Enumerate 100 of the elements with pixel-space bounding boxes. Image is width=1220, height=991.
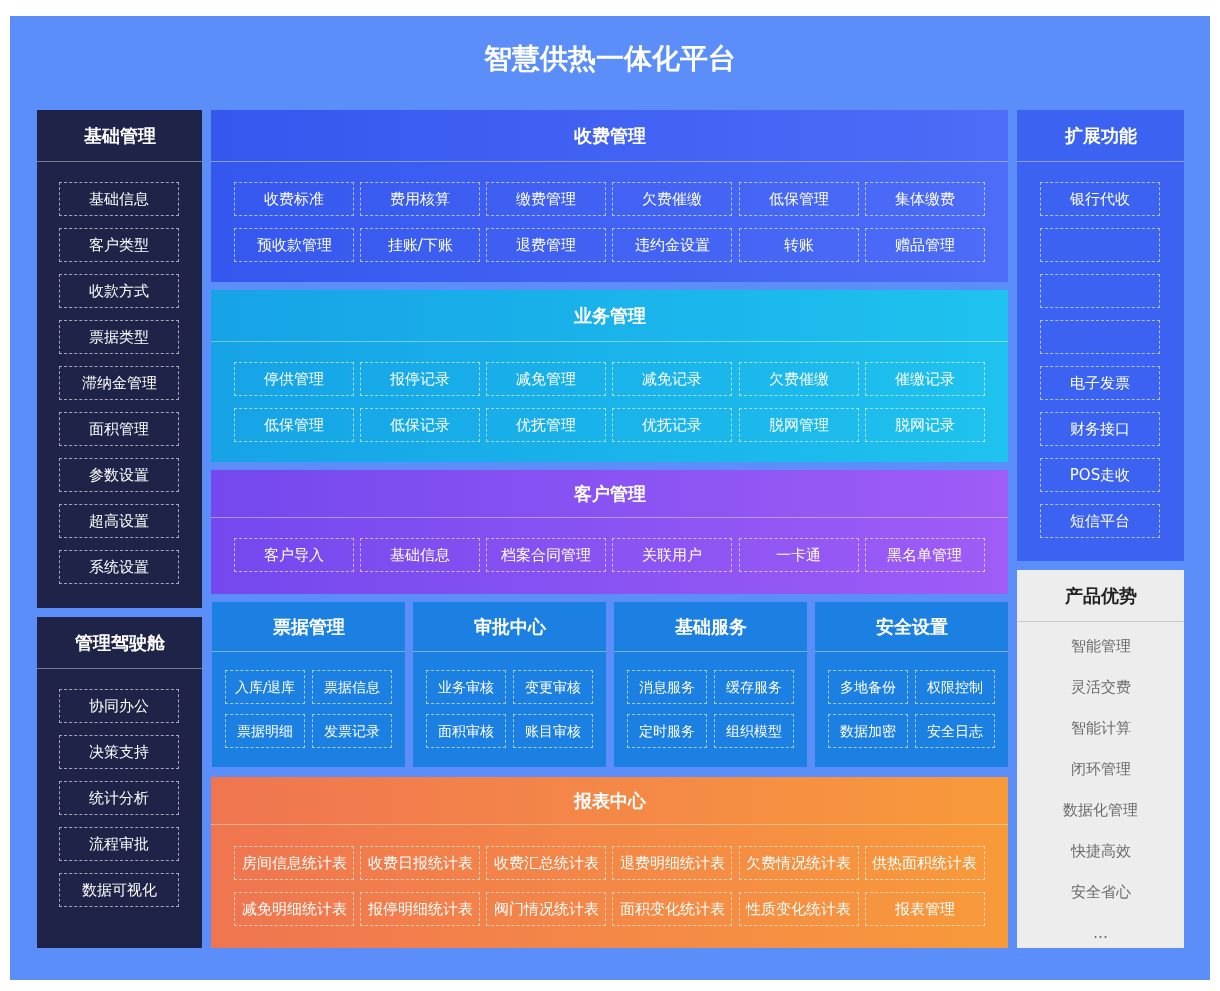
function-box: 收费汇总统计表 — [486, 846, 607, 880]
function-box: 面积审核 — [426, 714, 506, 748]
function-box: 超高设置 — [59, 504, 179, 538]
function-box: 一卡通 — [738, 538, 859, 572]
function-box: 业务审核 — [426, 670, 506, 704]
module-panel — [815, 602, 1008, 767]
module-panel — [211, 110, 1008, 282]
function-box: 数据加密 — [828, 714, 908, 748]
function-box: 低保管理 — [234, 408, 354, 442]
function-box: 欠费催缴 — [738, 362, 859, 396]
module-panel — [1017, 110, 1184, 561]
function-box: 系统设置 — [59, 550, 179, 584]
module-panel — [413, 602, 606, 767]
empty-box — [1040, 274, 1160, 308]
function-box: 短信平台 — [1040, 504, 1160, 538]
function-box: 低保管理 — [738, 182, 859, 216]
function-box: 决策支持 — [59, 735, 179, 769]
function-box: 优抚管理 — [486, 408, 607, 442]
function-box: 房间信息统计表 — [234, 846, 354, 880]
function-box: 转账 — [738, 228, 859, 262]
function-box: 脱网记录 — [864, 408, 985, 442]
panel-heading: 管理驾驶舱 — [74, 631, 165, 655]
function-box: 发票记录 — [312, 714, 392, 748]
function-box: 变更审核 — [513, 670, 593, 704]
function-box: 档案合同管理 — [486, 538, 607, 572]
function-box: 权限控制 — [915, 670, 995, 704]
feature-text: 闭环管理 — [1070, 759, 1131, 780]
function-box: 减免记录 — [612, 362, 733, 396]
function-box: 违约金设置 — [612, 228, 733, 262]
function-box: 阀门情况统计表 — [486, 892, 607, 926]
function-box: 财务接口 — [1040, 412, 1160, 446]
function-box: 票据明细 — [225, 714, 305, 748]
function-box: 赠品管理 — [864, 228, 985, 262]
feature-text: 灵活交费 — [1070, 677, 1131, 698]
empty-box — [1040, 228, 1160, 262]
function-box: 黑名单管理 — [864, 538, 985, 572]
empty-box — [1040, 320, 1160, 354]
panel-heading: 报表中心 — [573, 789, 646, 813]
function-box: 脱网管理 — [738, 408, 859, 442]
function-box: 退费明细统计表 — [612, 846, 733, 880]
panel-heading: 产品优势 — [1064, 584, 1137, 608]
feature-text: 智能计算 — [1070, 718, 1131, 739]
function-box: 减免明细统计表 — [234, 892, 354, 926]
function-box: 基础信息 — [360, 538, 481, 572]
function-box: 滞纳金管理 — [59, 366, 179, 400]
function-box: 入库/退库 — [225, 670, 305, 704]
function-box: 安全日志 — [915, 714, 995, 748]
panel-heading: 基础管理 — [83, 124, 156, 148]
module-panel — [1017, 570, 1184, 948]
module-panel — [614, 602, 807, 767]
function-box: 账目审核 — [513, 714, 593, 748]
feature-text: 数据化管理 — [1063, 800, 1138, 821]
feature-text: … — [1093, 923, 1108, 944]
panel-heading: 票据管理 — [272, 615, 345, 639]
module-panel — [211, 470, 1008, 594]
module-panel — [212, 602, 405, 767]
function-box: 欠费情况统计表 — [738, 846, 859, 880]
panel-heading: 基础服务 — [674, 615, 747, 639]
function-box: 报停明细统计表 — [360, 892, 481, 926]
feature-text: 智能管理 — [1070, 636, 1131, 657]
panel-heading: 业务管理 — [573, 304, 646, 328]
function-box: 定时服务 — [627, 714, 707, 748]
feature-text: 安全省心 — [1070, 882, 1131, 903]
function-box: 供热面积统计表 — [864, 846, 985, 880]
function-box: 参数设置 — [59, 458, 179, 492]
title: 智慧供热一体化平台 — [483, 41, 737, 77]
function-box: 性质变化统计表 — [738, 892, 859, 926]
panel-heading: 收费管理 — [573, 124, 646, 148]
function-box: 票据信息 — [312, 670, 392, 704]
function-box: 预收款管理 — [234, 228, 354, 262]
function-box: 费用核算 — [360, 182, 481, 216]
function-box: POS走收 — [1040, 458, 1160, 492]
function-box: 报表管理 — [864, 892, 985, 926]
feature-text: 快捷高效 — [1070, 841, 1131, 862]
function-box: 退费管理 — [486, 228, 607, 262]
module-panel — [211, 290, 1008, 462]
function-box: 缓存服务 — [714, 670, 794, 704]
panel-heading: 扩展功能 — [1064, 124, 1137, 148]
function-box: 挂账/下账 — [360, 228, 481, 262]
function-box: 组织模型 — [714, 714, 794, 748]
function-box: 报停记录 — [360, 362, 481, 396]
function-box: 客户导入 — [234, 538, 354, 572]
panel-heading: 审批中心 — [473, 615, 546, 639]
panel-heading: 安全设置 — [875, 615, 948, 639]
function-box: 协同办公 — [59, 689, 179, 723]
module-panel — [211, 777, 1008, 948]
function-box: 低保记录 — [360, 408, 481, 442]
function-box: 关联用户 — [612, 538, 733, 572]
function-box: 缴费管理 — [486, 182, 607, 216]
function-box: 优抚记录 — [612, 408, 733, 442]
function-box: 催缴记录 — [864, 362, 985, 396]
function-box: 集体缴费 — [864, 182, 985, 216]
function-box: 欠费催缴 — [612, 182, 733, 216]
function-box: 收款方式 — [59, 274, 179, 308]
function-box: 客户类型 — [59, 228, 179, 262]
module-panel — [37, 110, 202, 608]
module-panel — [37, 617, 202, 948]
function-box: 消息服务 — [627, 670, 707, 704]
function-box: 收费日报统计表 — [360, 846, 481, 880]
function-box: 停供管理 — [234, 362, 354, 396]
